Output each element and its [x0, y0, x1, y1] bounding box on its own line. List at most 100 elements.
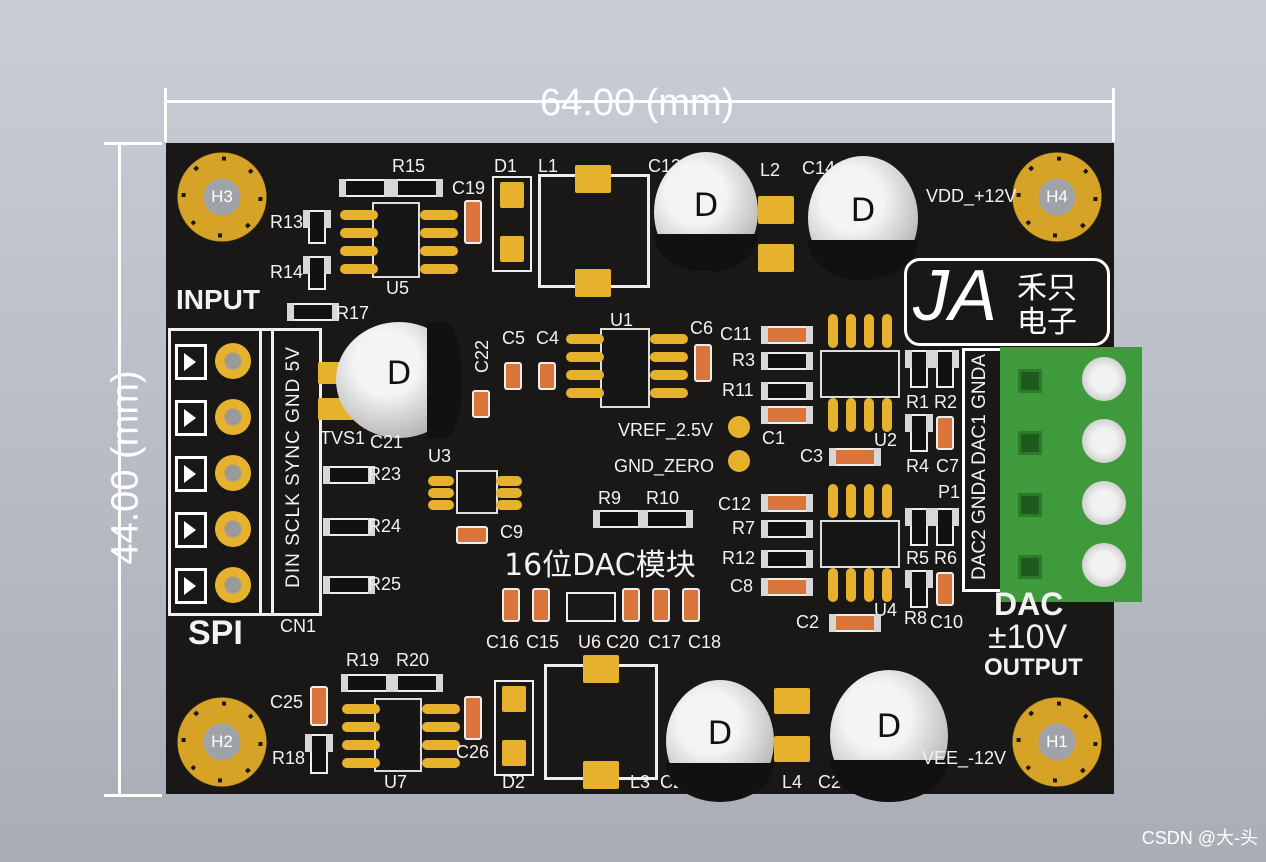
- vref-label: VREF_2.5V: [618, 420, 714, 440]
- u3-label: U3: [428, 446, 452, 466]
- u2-chip: [820, 350, 900, 398]
- c15-label: C15: [526, 632, 560, 652]
- d2-label: D2: [502, 772, 526, 792]
- vref-testpoint: [728, 416, 750, 438]
- resistor: [905, 508, 933, 546]
- pin-sync-label: SYNC: [283, 429, 304, 486]
- height-dimension-tick-bottom: [104, 794, 162, 797]
- u4-chip: [820, 520, 900, 568]
- u6-label: U6: [578, 632, 602, 652]
- c11-label: C11: [720, 324, 752, 344]
- resistor: [905, 350, 933, 388]
- d1-diode: [492, 176, 532, 272]
- vdd-label: VDD_+12V: [926, 186, 1017, 206]
- capacitor: [936, 416, 954, 450]
- mount-hole-h2: H2: [177, 697, 267, 787]
- gnd-zero-label: GND_ZERO: [614, 456, 715, 476]
- pin-din-label: DIN: [283, 552, 304, 588]
- width-dimension-tick-left: [164, 88, 167, 142]
- dac1-pin-label: DAC1: [969, 414, 990, 465]
- connector-pin-row: [171, 339, 259, 389]
- resistor: [761, 352, 813, 370]
- dac-output-label: OUTPUT: [984, 654, 1083, 681]
- c17-label: C17: [648, 632, 682, 652]
- r1-label: R1: [906, 392, 930, 412]
- electrolytic-capacitor: D: [654, 152, 758, 272]
- u5-label: U5: [386, 278, 410, 298]
- resistor: [303, 256, 331, 290]
- dac-range: ±10V: [988, 618, 1068, 656]
- r3-label: R3: [732, 350, 756, 370]
- c19-label: C19: [452, 178, 486, 198]
- resistor: [593, 510, 645, 528]
- r12-label: R12: [722, 548, 756, 568]
- height-dimension-label: 44.00 (mm): [104, 370, 147, 565]
- capacitor: [652, 588, 670, 622]
- output-pin-labels: DAC2 GNDA DAC1 GNDA: [969, 347, 991, 587]
- c4-label: C4: [536, 328, 560, 348]
- resistor: [341, 674, 393, 692]
- capacitor: [761, 494, 813, 512]
- resistor: [323, 518, 375, 536]
- u7-label: U7: [384, 772, 408, 792]
- l1-inductor: [538, 165, 650, 297]
- resistor: [303, 210, 331, 244]
- capacitor: [504, 362, 522, 390]
- resistor: [761, 550, 813, 568]
- r2-label: R2: [934, 392, 958, 412]
- l3-label: L3: [630, 772, 651, 792]
- pin-gnd-label: GND: [283, 377, 304, 423]
- l4-label: L4: [782, 772, 803, 792]
- u6-chip: [566, 592, 616, 622]
- pin-5v-label: 5V: [283, 346, 304, 372]
- c20-label: C20: [606, 632, 640, 652]
- c7-label: C7: [936, 456, 960, 476]
- u3-chip: [456, 470, 498, 514]
- capacitor: [472, 390, 490, 418]
- capacitor: [310, 686, 328, 726]
- r6-label: R6: [934, 548, 958, 568]
- c26-label: C26: [456, 742, 490, 762]
- c8-label: C8: [730, 576, 754, 596]
- c18-label: C18: [688, 632, 722, 652]
- mount-hole-h3: H3: [177, 152, 267, 242]
- cn1-label: CN1: [280, 616, 317, 636]
- connector-pin-row: [171, 451, 259, 501]
- pin-sclk-label: SCLK: [283, 492, 304, 546]
- c21-label: C21: [370, 432, 404, 452]
- capacitor: [532, 588, 550, 622]
- d1-label: D1: [494, 156, 518, 176]
- r14-label: R14: [270, 262, 304, 282]
- d2-diode: [494, 680, 534, 776]
- capacitor: [761, 578, 813, 596]
- input-label: INPUT: [176, 284, 260, 315]
- resistor: [391, 674, 443, 692]
- c25-label: C25: [270, 692, 304, 712]
- l4-inductor: [774, 688, 810, 764]
- dac-title: DAC: [994, 586, 1064, 622]
- c2-label: C2: [796, 612, 820, 632]
- resistor: [641, 510, 693, 528]
- capacitor: [936, 572, 954, 606]
- height-dimension-tick-top: [104, 142, 162, 145]
- r10-label: R10: [646, 488, 680, 508]
- l1-label: L1: [538, 156, 559, 176]
- resistor: [305, 734, 333, 774]
- electrolytic-capacitor: D: [336, 322, 462, 438]
- capacitor: [694, 344, 712, 382]
- u7-chip: [374, 698, 422, 772]
- r13-label: R13: [270, 212, 304, 232]
- p1-label: P1: [938, 482, 961, 502]
- capacitor: [682, 588, 700, 622]
- resistor: [323, 466, 375, 484]
- r24-label: R24: [368, 516, 402, 536]
- u1-chip: [600, 328, 650, 408]
- capacitor: [464, 696, 482, 740]
- r20-label: R20: [396, 650, 430, 670]
- c3-label: C3: [800, 446, 824, 466]
- module-title: 16位DAC模块: [504, 548, 696, 583]
- connector-pin-row: [171, 395, 259, 445]
- resistor: [323, 576, 375, 594]
- r17-label: R17: [336, 303, 370, 323]
- r15-label: R15: [392, 156, 426, 176]
